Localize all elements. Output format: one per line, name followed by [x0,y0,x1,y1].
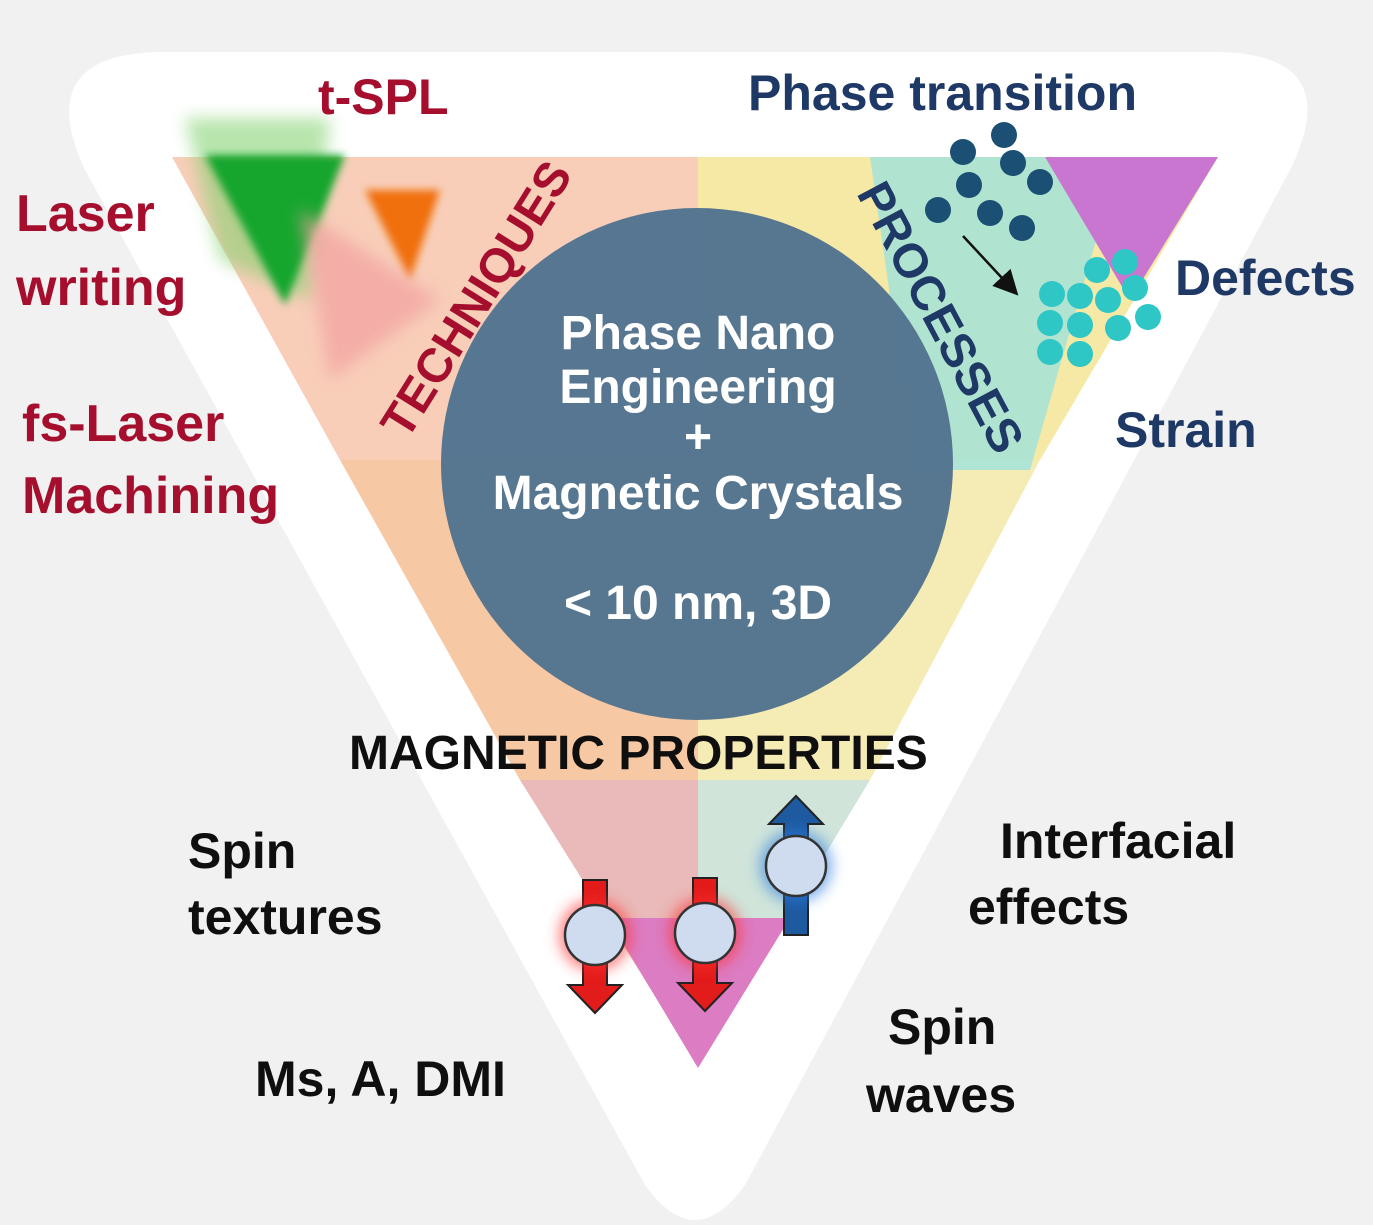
label-fs-laser: fs-Laser [22,398,224,450]
label-writing: writing [16,262,186,314]
center-line-1: Phase Nano [442,310,954,358]
magnetic-heading: MAGNETIC PROPERTIES [349,730,928,778]
label-t-spl: t-SPL [318,72,449,122]
label-spin-waves-2: waves [866,1070,1016,1120]
center-scale: < 10 nm, 3D [442,580,954,628]
label-ms-a-dmi: Ms, A, DMI [255,1054,506,1104]
label-strain: Strain [1115,405,1257,455]
label-spin-textures-1: Spin [188,826,296,876]
label-spin-waves-1: Spin [888,1002,996,1052]
center-plus: + [442,414,954,462]
label-phase-transition: Phase transition [748,68,1137,118]
label-spin-textures-2: textures [188,892,383,942]
label-interfacial: Interfacial [1000,816,1236,866]
center-line-2: Engineering [442,364,954,412]
label-laser: Laser [16,188,155,240]
center-circle [441,208,953,720]
label-machining: Machining [22,470,279,522]
label-defects: Defects [1175,253,1356,303]
label-effects: effects [968,882,1129,932]
center-line-3: Magnetic Crystals [442,470,954,518]
